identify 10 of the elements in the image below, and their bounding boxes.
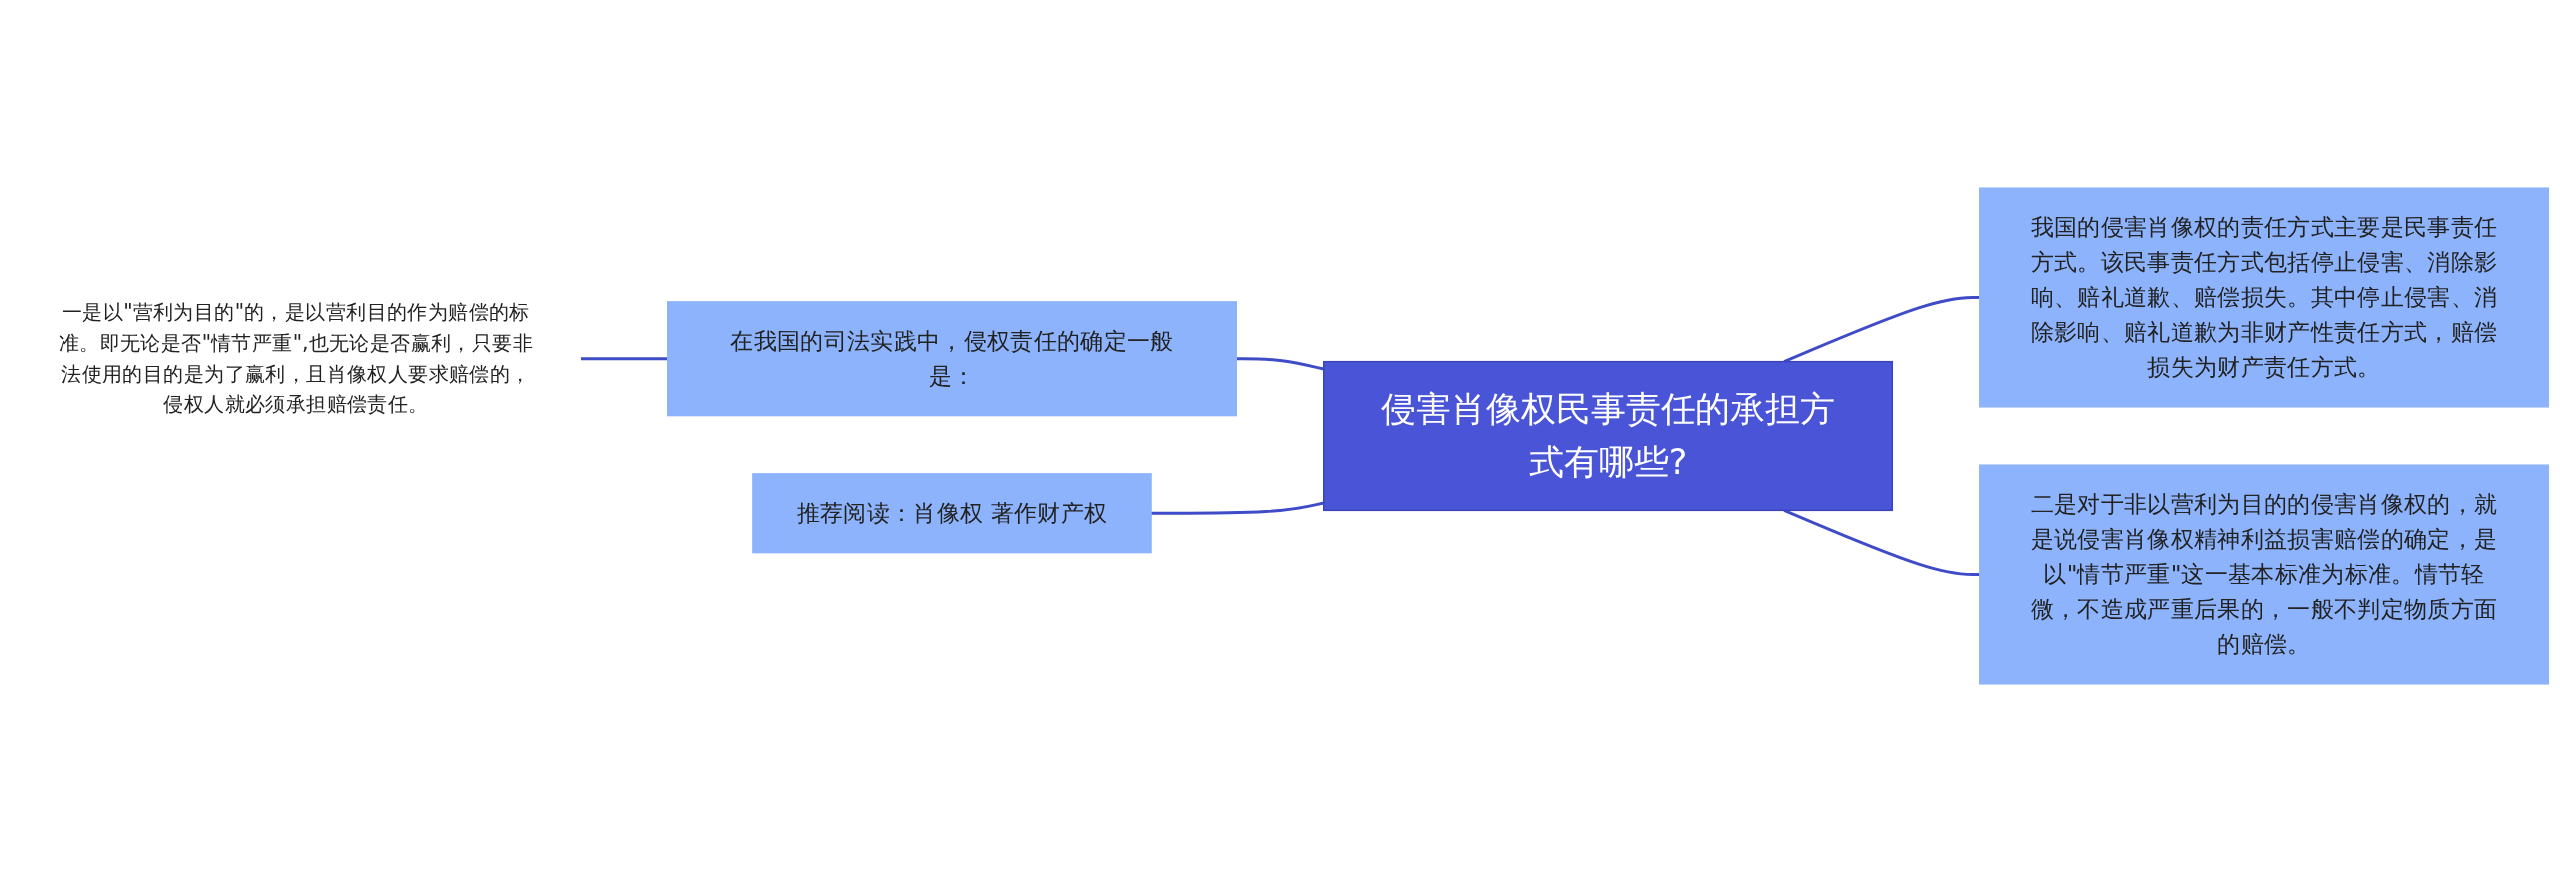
node-box: 二是对于非以营利为目的的侵害肖像权的，就是说侵害肖像权精神利益损害赔偿的确定，是以"情节严重"这一基本标准为标准。情节轻微，不造成严重后果的，一般不判定物质方面的赔偿。 [1979,464,2550,685]
node-box: 在我国的司法实践中，侵权责任的确定一般是： [666,301,1237,417]
node-box: 推荐阅读：肖像权 著作财产权 [752,473,1152,554]
node-box: 侵害肖像权民事责任的承担方式有哪些? [1323,360,1894,512]
connector [580,357,668,361]
connector [1151,501,1325,515]
node-text: 一是以"营利为目的"的，是以营利目的作为赔偿的标准。即无论是否"情节严重",也无论是否赢利，只要非法使用的目的是为了赢利，且肖像权人要求赔偿的，侵权人就必须承担赔偿责任。 [58,300,534,416]
node-box: 我国的侵害肖像权的责任方式主要是民事责任方式。该民事责任方式包括停止侵害、消除影响、赔礼道歉、赔偿损失。其中停止侵害、消除影响、赔礼道歉为非财产性责任方式，赔偿损失为财产责任方式。 [1979,187,2550,408]
connector [1783,296,1980,363]
connector [1783,509,1980,576]
